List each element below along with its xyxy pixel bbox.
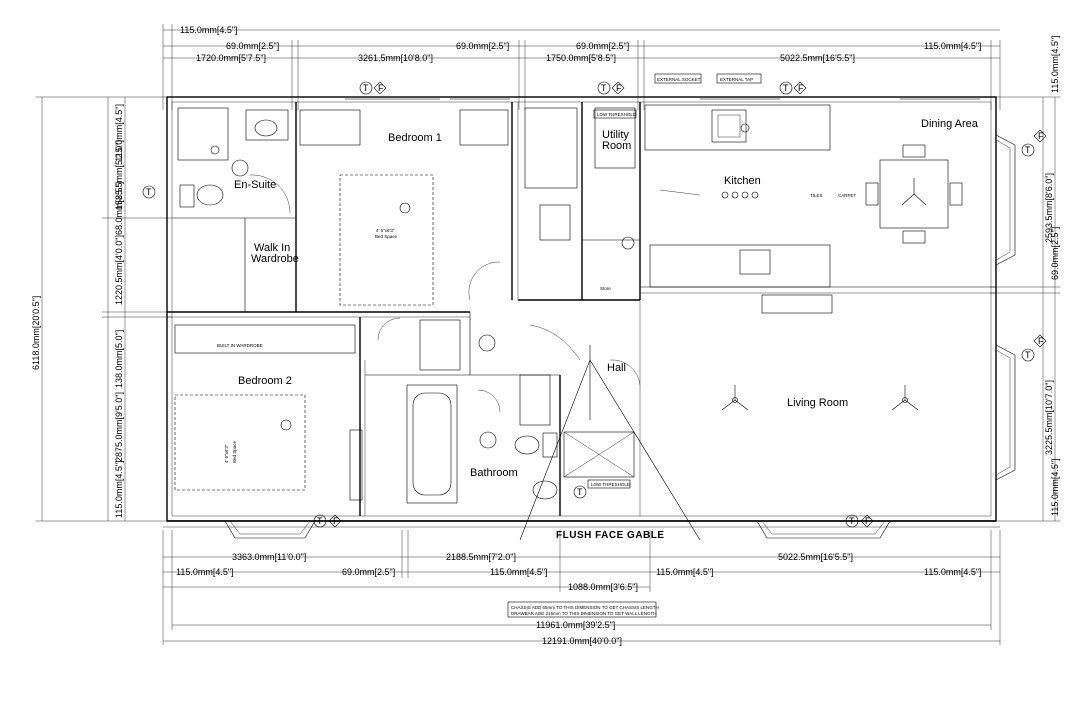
dim-left-8: 115.0mm[4.5"] — [114, 460, 124, 518]
dim-left-3: 68.0mm[2.5"] — [114, 182, 124, 235]
tf-symbol-top-1: T F — [359, 81, 387, 95]
tf-symbol-left: T — [142, 185, 156, 199]
dim-left-4: 1220.5mm[4'0.0"] — [114, 235, 124, 305]
label-built-in-wardrobe: BUILT IN WARDROBE — [217, 343, 263, 348]
label-flush-face-gable: FLUSH FACE GABLE — [556, 530, 665, 541]
label-chassis-note1: CHASSIS ADD 65mm TO THIS DIMENSION TO GE… — [511, 605, 659, 610]
room-labels: Bedroom 1 En-Suite Walk In Wardrobe Util… — [217, 118, 979, 479]
dim-top-7: 3261.5mm[10'8.0"] — [358, 53, 433, 63]
room-kitchen: Kitchen — [724, 175, 761, 187]
svg-text:F: F — [1038, 336, 1044, 346]
dim-right-2: 2593.5mm[8'6.0"] — [1044, 173, 1054, 243]
dim-top-3: 69.0mm[2.5"] — [456, 41, 509, 51]
dim-bottom-7: 115.0mm[4.5"] — [656, 567, 714, 577]
dim-top-6: 1720.0mm[5'7.5"] — [196, 53, 266, 63]
room-walk-in: Walk In — [254, 242, 290, 254]
dim-bottom-2: 2188.5mm[7'2.0"] — [446, 552, 516, 562]
label-bed-space1b: Bed Space — [375, 234, 398, 239]
svg-text:T: T — [783, 83, 789, 93]
dim-left-7: 2875.0mm[9'5.0"] — [114, 392, 124, 462]
dim-left-1: 115.0mm[4.5"] — [114, 104, 124, 162]
room-ensuite: En-Suite — [234, 179, 276, 191]
dim-bottom-11: 12191.0mm[40'0.0"] — [542, 636, 622, 646]
tf-symbol-right-2: T F — [1021, 334, 1047, 362]
tf-symbol-bottom-1: T F — [313, 514, 342, 528]
svg-text:T: T — [146, 187, 152, 197]
dim-top-4: 69.0mm[2.5"] — [576, 41, 629, 51]
label-low-threshold-top: LOW THRESHOLD — [597, 112, 637, 117]
label-external-socket: EXTERNAL SOCKET — [657, 77, 701, 82]
svg-text:T: T — [849, 516, 855, 526]
dim-right-1: 115.0mm[4.5"] — [1050, 35, 1060, 93]
svg-text:F: F — [1038, 131, 1044, 141]
svg-text:T: T — [1025, 145, 1031, 155]
fixtures — [174, 104, 963, 541]
misc-labels: FLUSH FACE GABLE EXTERNAL SOCKET EXTERNA… — [507, 73, 762, 618]
svg-text:F: F — [798, 83, 804, 93]
room-bedroom2: Bedroom 2 — [238, 375, 292, 387]
label-bed-space2b: Bed Space — [232, 440, 237, 463]
dim-bottom-4: 115.0mm[4.5"] — [176, 567, 234, 577]
dim-left-6: 138.0mm[5.0"] — [114, 330, 124, 388]
dim-bottom-8: 115.0mm[4.5"] — [924, 567, 982, 577]
dim-top-8: 1750.0mm[5'8.5"] — [546, 53, 616, 63]
dim-right-4: 3225.5mm[10'7.0"] — [1044, 380, 1054, 455]
svg-text:T: T — [363, 83, 369, 93]
svg-text:T: T — [577, 487, 583, 497]
tf-symbol-bottom-2: T — [573, 485, 587, 499]
svg-text:T: T — [317, 516, 323, 526]
dim-bottom-1: 3363.0mm[11'0.0"] — [232, 552, 306, 562]
svg-text:T: T — [1025, 350, 1031, 360]
svg-text:T: T — [601, 83, 607, 93]
dim-top-2: 69.0mm[2.5"] — [226, 41, 279, 51]
room-bedroom1: Bedroom 1 — [388, 132, 442, 144]
label-chassis-note2: DRAWBAR ADD 215mm TO THIS DIMENSION TO G… — [511, 611, 657, 616]
dimension-lines — [36, 24, 1060, 645]
room-utility-room: Room — [602, 140, 631, 152]
room-living-room: Living Room — [787, 397, 848, 409]
dim-bottom-5: 69.0mm[2.5"] — [342, 567, 395, 577]
room-dining-area: Dining Area — [921, 118, 979, 130]
dim-bottom-10: 11961.0mm[39'2.5"] — [536, 620, 615, 630]
dim-top-1: 115.0mm[4.5"] — [180, 25, 238, 35]
tf-symbol-right-1: T F — [1021, 129, 1047, 157]
room-hall: Hall — [607, 362, 626, 374]
dim-top-5: 115.0mm[4.5"] — [924, 41, 982, 51]
label-bed-space2: 4' 6"x6'3" — [224, 444, 229, 463]
dim-left-2: 1585.5mm[5'2.0"] — [114, 140, 124, 210]
room-wardrobe: Wardrobe — [251, 253, 299, 265]
dim-bottom-3: 5022.5mm[16'5.5"] — [778, 552, 853, 562]
label-bed-space1: 4' 6"x6'3" — [376, 228, 395, 233]
svg-text:F: F — [865, 516, 871, 526]
tf-symbol-top-2: T F — [597, 81, 625, 95]
dim-bottom-9: 1088.0mm[3'6.5"] — [568, 582, 638, 592]
room-bathroom: Bathroom — [470, 467, 518, 479]
tf-symbol-bottom-3: T F — [845, 514, 874, 528]
dim-top-9: 5022.5mm[16'5.5"] — [780, 53, 855, 63]
svg-text:F: F — [333, 516, 339, 526]
dim-left-5: 6118.0mm[20'0.5"] — [31, 296, 41, 370]
dim-right-5: 115.0mm[4.5"] — [1050, 458, 1060, 516]
tf-symbol-top-3: T F — [779, 81, 807, 95]
dim-bottom-6: 115.0mm[4.5"] — [490, 567, 548, 577]
windows — [224, 98, 1016, 539]
dim-right-3: 69.0mm[2.5"] — [1050, 227, 1060, 280]
dimension-text: 115.0mm[4.5"] 69.0mm[2.5"] 69.0mm[2.5"] … — [31, 25, 1060, 646]
tf-symbols: T F T F T F T T F T T F T F T — [142, 81, 1047, 528]
internal-walls — [167, 102, 996, 516]
room-utility: Utility — [602, 129, 629, 141]
label-external-tap: EXTERNAL TAP — [720, 77, 753, 82]
label-low-threshold-bottom: LOW THRESHOLD — [591, 482, 631, 487]
svg-text:F: F — [616, 83, 622, 93]
room-store: Store — [600, 286, 611, 291]
label-carpet: CARPET — [838, 193, 857, 198]
label-tiles: TILES — [810, 193, 823, 198]
svg-text:F: F — [378, 83, 384, 93]
